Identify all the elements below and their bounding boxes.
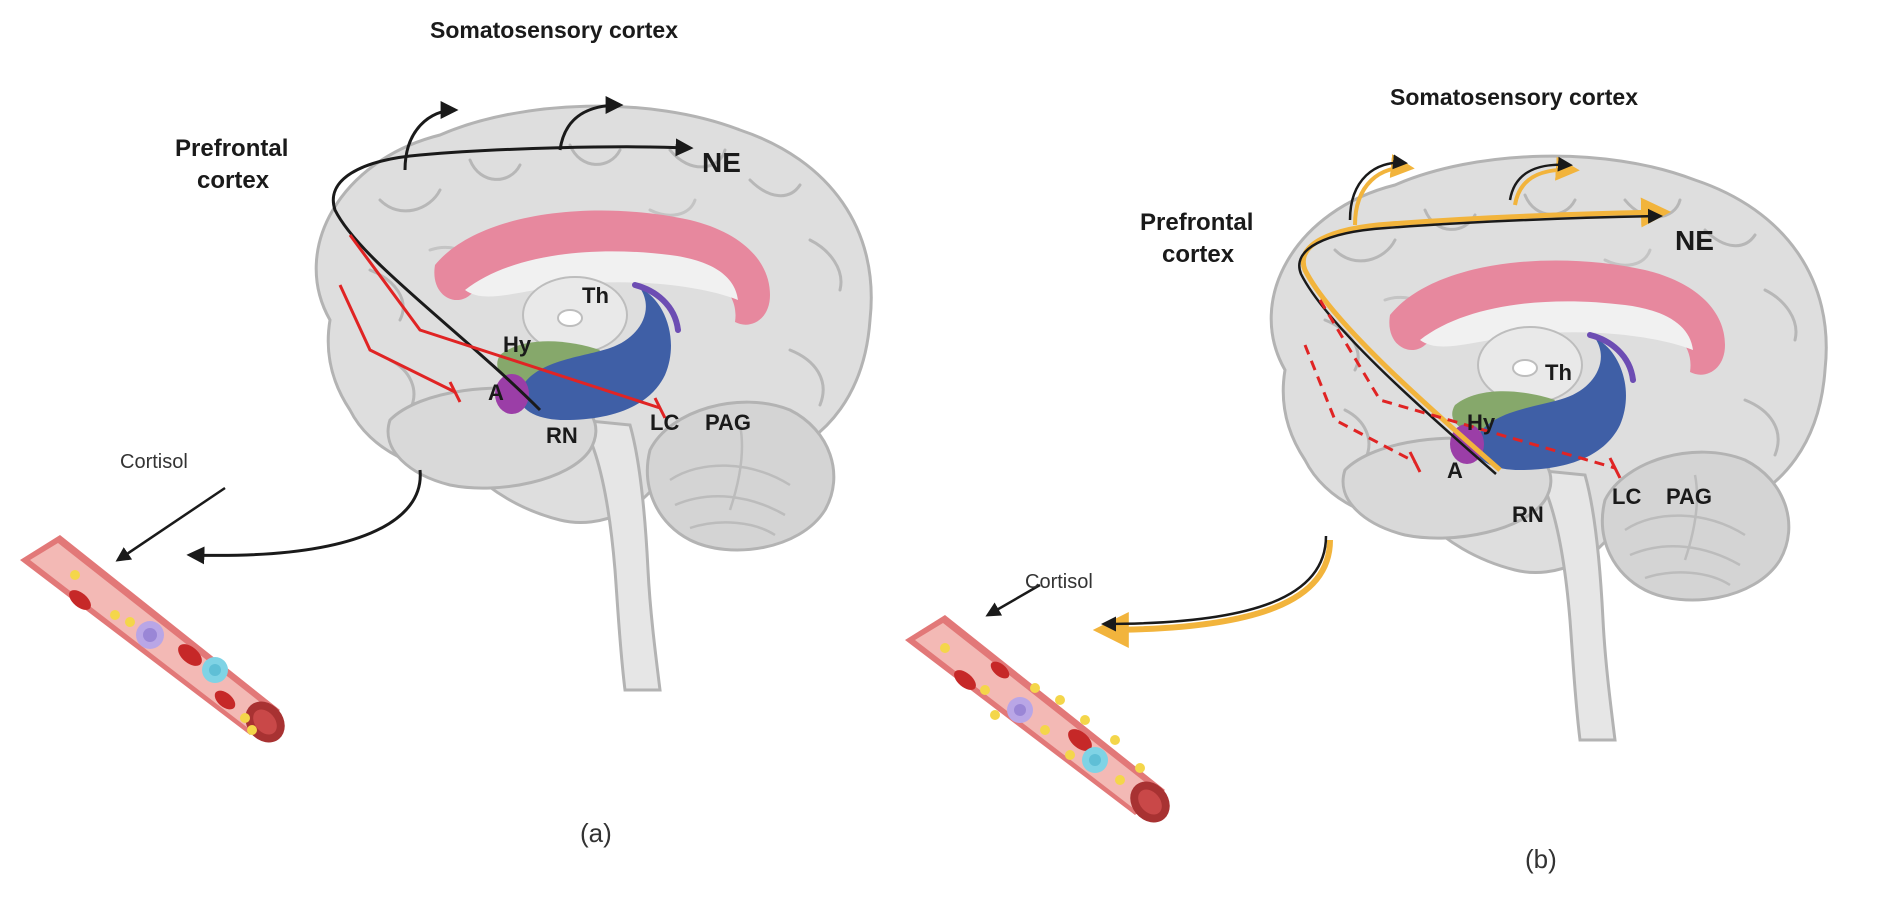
label-prefrontal-b-line2: cortex bbox=[1162, 241, 1235, 268]
label-rn-b: RN bbox=[1512, 502, 1544, 527]
label-th-a: Th bbox=[582, 283, 609, 308]
blood-vessel-b bbox=[905, 615, 1178, 831]
caption-b: (b) bbox=[1525, 844, 1557, 874]
cortisol-release-arrow-a bbox=[186, 469, 422, 565]
label-hy-b: Hy bbox=[1467, 410, 1496, 435]
label-somatosensory-b: Somatosensory cortex bbox=[1390, 84, 1638, 110]
label-cortisol-b: Cortisol bbox=[1025, 571, 1093, 593]
ascending-arrow-b2 bbox=[1508, 156, 1573, 201]
panel-b: Somatosensory cortex Prefrontal cortex N… bbox=[905, 84, 1826, 874]
label-prefrontal-a-line2: cortex bbox=[197, 167, 270, 194]
inhibition-bar-b1 bbox=[1408, 451, 1422, 473]
inhibition-lines-a bbox=[338, 234, 667, 419]
label-hy-a: Hy bbox=[503, 332, 532, 357]
main-pathway-arrow-b bbox=[1298, 208, 1663, 475]
label-ne-a: NE bbox=[702, 147, 741, 178]
cortisol-pointer-arrow-a bbox=[115, 486, 226, 562]
main-pathway-arrow-a bbox=[331, 138, 694, 412]
label-pag-b: PAG bbox=[1666, 484, 1712, 509]
inhibition-bar-b2 bbox=[1608, 457, 1622, 479]
label-a-b: A bbox=[1447, 458, 1463, 483]
ascending-arrow-a2 bbox=[558, 96, 624, 151]
caption-a: (a) bbox=[580, 818, 612, 848]
cortisol-pointer-arrow-b bbox=[985, 583, 1041, 617]
label-rn-a: RN bbox=[546, 423, 578, 448]
inhibition-lines-b bbox=[1303, 299, 1616, 470]
blood-vessel-a bbox=[20, 535, 293, 751]
label-prefrontal-a-line1: Prefrontal bbox=[175, 135, 288, 162]
main-pathway-arrow-b-gold bbox=[1300, 197, 1671, 472]
brain-illustration-a bbox=[316, 106, 871, 690]
label-th-b: Th bbox=[1545, 360, 1572, 385]
label-pag-a: PAG bbox=[705, 410, 751, 435]
label-lc-a: LC bbox=[650, 410, 679, 435]
ascending-arrow-b1 bbox=[1348, 154, 1408, 221]
cortisol-release-arrow-b bbox=[1101, 535, 1328, 632]
label-lc-b: LC bbox=[1612, 484, 1641, 509]
cortisol-release-arrow-b-gold bbox=[1092, 539, 1333, 648]
label-ne-b: NE bbox=[1675, 225, 1714, 256]
label-a-a: A bbox=[488, 380, 504, 405]
label-prefrontal-b-line1: Prefrontal bbox=[1140, 209, 1253, 236]
ascending-arrow-a1 bbox=[403, 101, 459, 171]
label-cortisol-a: Cortisol bbox=[120, 451, 188, 473]
label-somatosensory-a: Somatosensory cortex bbox=[430, 17, 678, 43]
panel-a: Somatosensory cortex Prefrontal cortex N… bbox=[20, 17, 871, 848]
